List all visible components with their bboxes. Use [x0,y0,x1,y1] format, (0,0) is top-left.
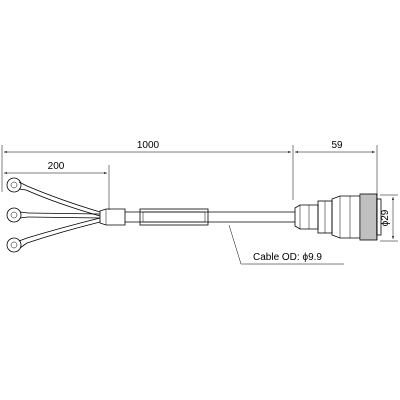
label-branch-length: 200 [48,161,65,172]
dimension-connector-diameter: ϕ29 [380,194,398,242]
wire-split-boot [99,208,126,226]
cable-od-callout: Cable OD: ϕ9.9 [228,224,344,265]
label-total-length: 1000 [137,140,160,151]
dimension-total-length: 1000 [1,140,294,200]
label-cable-od: Cable OD: ϕ9.9 [253,252,322,263]
branch-wires [25,185,101,244]
dimension-branch-length: 200 [4,161,110,210]
label-sleeve [139,208,209,226]
leader-line [228,224,242,265]
circular-connector [294,193,382,241]
main-cable [125,211,295,223]
label-connector-diameter: ϕ29 [380,209,391,226]
dimension-connector-length: 59 [295,140,378,196]
ring-terminal-middle [6,207,29,223]
ring-terminal-top [6,177,28,193]
ring-terminal-bottom [6,237,28,253]
label-connector-length: 59 [331,140,343,151]
